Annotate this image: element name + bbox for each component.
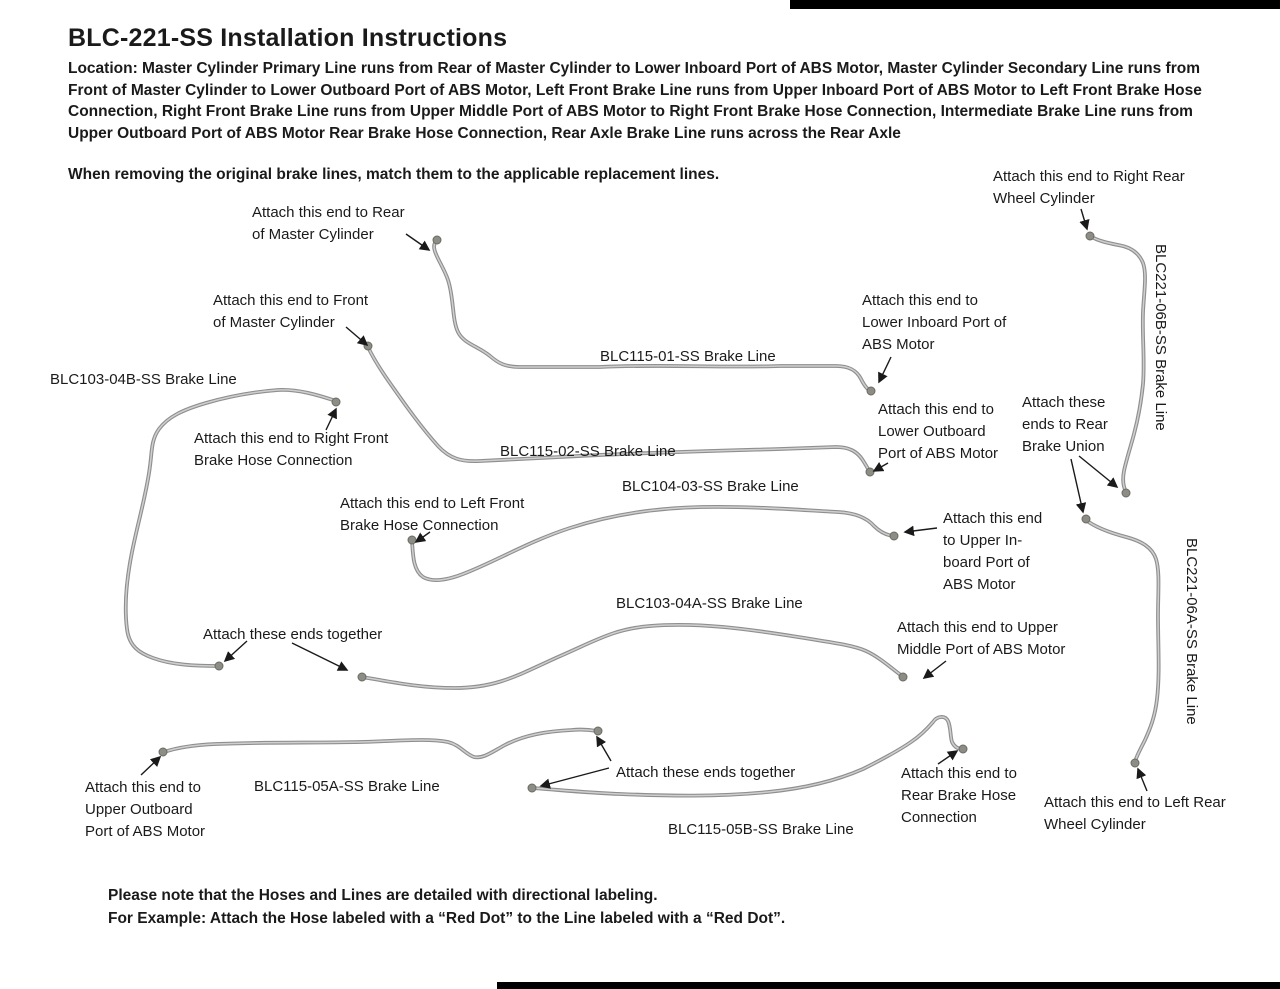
label-blc221-06a: BLC221-06A-SS Brake Line [1183,538,1200,725]
line-fitting [1121,488,1131,498]
brake-line-blc103-04a [361,624,903,689]
line-fitting [889,531,899,541]
scan-artifact-bottom-bar [497,982,1280,989]
label-blc104-03: BLC104-03-SS Brake Line [622,478,799,495]
arrow-rear-master [405,233,431,251]
label-blc115-02: BLC115-02-SS Brake Line [500,443,676,460]
line-fitting [357,672,367,682]
callout-rear-brake-hose: Attach this end to Rear Brake Hose Conne… [901,765,1017,826]
label-blc115-05b: BLC115-05B-SS Brake Line [668,821,854,838]
callout-arrows [140,208,1148,792]
footer-note: Please note that the Hoses and Lines are… [108,887,786,927]
callout-rear-union: Attach these ends to Rear Brake Union [1022,394,1108,455]
line-fitting [331,397,341,407]
arrow-right-rear-wheel [1079,208,1090,231]
brake-line-blc115-01 [432,238,873,393]
label-blc103-04a: BLC103-04A-SS Brake Line [616,595,803,612]
line-fitting [865,467,875,477]
brake-line-blc221-06a [1085,519,1160,763]
arrow-right-front-hose [325,407,337,431]
arrow-ends-together-left-1 [223,640,248,663]
line-fitting [527,783,537,793]
callout-left-front-hose: Attach this end to Left Front Brake Hose… [340,495,525,534]
callout-upper-outboard: Attach this end to Upper Outboard Port o… [85,779,206,840]
label-blc221-06b: BLC221-06B-SS Brake Line [1152,244,1169,431]
label-blc103-04b: BLC103-04B-SS Brake Line [50,371,237,388]
callout-rear-master: Attach this end to Rear of Master Cylind… [252,204,405,243]
line-fitting [158,747,168,757]
arrow-lower-inboard [878,356,892,384]
callout-right-rear-wheel: Attach this end to Right Rear Wheel Cyli… [993,168,1185,207]
scan-artifact-top-bar [790,0,1280,9]
brake-line-blc115-05a [163,728,598,759]
arrow-rear-union-2 [1070,458,1087,514]
callout-lower-outboard: Attach this end to Lower Outboard Port o… [878,401,999,462]
callout-upper-inboard: Attach this end to Upper In- board Port … [943,510,1043,593]
callout-upper-middle: Attach this end to Upper Middle Port of … [897,619,1066,658]
line-fitting [432,235,442,245]
line-fitting [898,672,908,682]
arrow-rear-brake-hose [937,750,959,765]
page-title: BLC-221-SS Installation Instructions [68,24,508,52]
arrow-left-front-hose [414,531,431,543]
line-fitting [866,386,876,396]
arrow-upper-inboard [903,525,938,537]
brake-line-blc221-06a [1084,518,1161,764]
line-fitting [1081,514,1091,524]
arrow-ends-together-mid-2 [539,767,610,789]
label-blc115-01: BLC115-01-SS Brake Line [600,348,776,365]
brake-line-blc103-04a [360,622,904,690]
brake-lines [123,234,1161,798]
callout-right-front-hose: Attach this end to Right Front Brake Hos… [194,430,389,469]
brake-line-blc115-05b [532,716,963,797]
line-fitting [407,535,417,545]
line-fitting [958,744,968,754]
arrow-lower-outboard [872,462,889,472]
arrow-upper-middle [922,660,947,679]
brake-line-blc103-04b [125,389,337,667]
arrow-ends-together-mid-1 [596,735,612,762]
line-fitting [1130,758,1140,768]
callout-left-rear-wheel: Attach this end to Left Rear Wheel Cylin… [1044,794,1226,833]
match-note: When removing the original brake lines, … [68,166,720,183]
label-blc115-05a: BLC115-05A-SS Brake Line [254,778,440,795]
brake-line-blc221-06b [1089,235,1146,493]
arrow-rear-union-1 [1078,455,1119,488]
location-description: Location: Master Cylinder Primary Line r… [68,60,1202,142]
arrow-left-rear-wheel [1136,767,1148,792]
line-fitting [593,726,603,736]
callout-front-master: Attach this end to Front of Master Cylin… [213,292,369,331]
line-fitting [1085,231,1095,241]
arrow-ends-together-left-2 [291,642,349,671]
callout-lower-inboard: Attach this end to Lower Inboard Port of… [862,292,1007,353]
callout-ends-together-left: Attach these ends together [203,626,383,643]
brake-line-blc115-01 [433,239,872,392]
line-fitting [214,661,224,671]
brake-line-blc115-02 [367,346,871,473]
brake-line-blc104-03 [411,506,894,581]
arrow-front-master [345,326,369,347]
callout-ends-together-mid: Attach these ends together [616,764,796,781]
arrow-upper-outboard [140,755,162,776]
